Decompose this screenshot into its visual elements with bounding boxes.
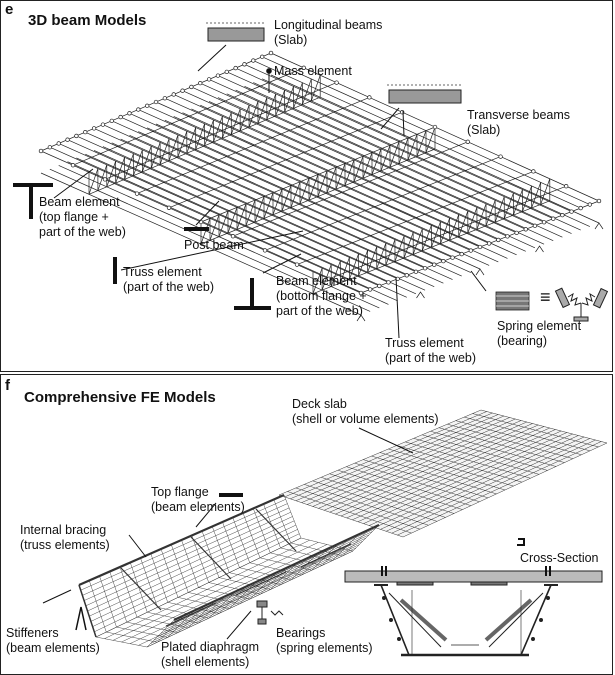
beam-grid-mesh bbox=[38, 50, 604, 322]
panel-title: Comprehensive FE Models bbox=[24, 389, 216, 406]
fe-model-drawing bbox=[42, 409, 608, 657]
beam-bottom-section-icon bbox=[234, 278, 271, 310]
label-transverse-beams: Transverse beams(Slab) bbox=[467, 108, 571, 137]
cross-section-drawing bbox=[344, 566, 603, 657]
label-internal-bracing: Internal bracing(truss elements) bbox=[20, 523, 110, 552]
bearing-stack-icon bbox=[495, 291, 530, 311]
label-longitudinal-beams: Longitudinal beams(Slab) bbox=[274, 18, 383, 47]
label-mass-element: Mass element bbox=[274, 64, 352, 78]
panel-letter: e bbox=[5, 1, 14, 18]
beam-top-section-icon bbox=[13, 183, 53, 219]
label-spring-element: Spring element(bearing) bbox=[497, 319, 582, 348]
label-beam-element-bottom: Beam element(bottom flange +part of the … bbox=[276, 274, 367, 318]
deck-slab-section bbox=[344, 570, 603, 583]
label-bearings: Bearings(spring elements) bbox=[276, 626, 373, 655]
panel-f-comprehensive-fe-models: f Comprehensive FE Models bbox=[0, 374, 613, 675]
label-deck-slab: Deck slab(shell or volume elements) bbox=[292, 397, 439, 426]
panel-letter: f bbox=[5, 377, 10, 394]
label-post-beam: Post beam bbox=[184, 238, 244, 252]
longitudinal-beam-swatch bbox=[207, 27, 265, 42]
panel-e-3d-beam-models: e 3D beam Models bbox=[0, 0, 613, 372]
bearing-icon bbox=[256, 600, 284, 625]
transverse-beam-swatch bbox=[388, 89, 462, 104]
label-truss-element-2: Truss element(part of the web) bbox=[385, 336, 477, 365]
deck-slab-mesh bbox=[278, 409, 608, 538]
label-truss-element-1: Truss element(part of the web) bbox=[123, 265, 215, 294]
label-plated-diaphragm: Plated diaphragm(shell elements) bbox=[161, 640, 259, 669]
label-top-flange: Top flange(beam elements) bbox=[151, 485, 245, 514]
panel-title: 3D beam Models bbox=[28, 12, 147, 29]
beam-grid-drawing bbox=[13, 22, 609, 339]
label-cross-section: Cross-Section bbox=[520, 551, 599, 565]
leader-lines bbox=[53, 44, 487, 339]
label-beam-element-top: Beam element(top flange +part of the web… bbox=[39, 195, 126, 239]
label-stiffeners: Stiffeners(beam elements) bbox=[6, 626, 100, 655]
stiffener-icon bbox=[75, 606, 87, 631]
girder-mesh bbox=[78, 493, 380, 648]
spring-element-icon bbox=[554, 287, 609, 322]
equivalence-symbol: ≡ bbox=[540, 287, 551, 307]
leader-lines bbox=[42, 427, 414, 640]
internal-bracing-icon bbox=[517, 538, 525, 546]
